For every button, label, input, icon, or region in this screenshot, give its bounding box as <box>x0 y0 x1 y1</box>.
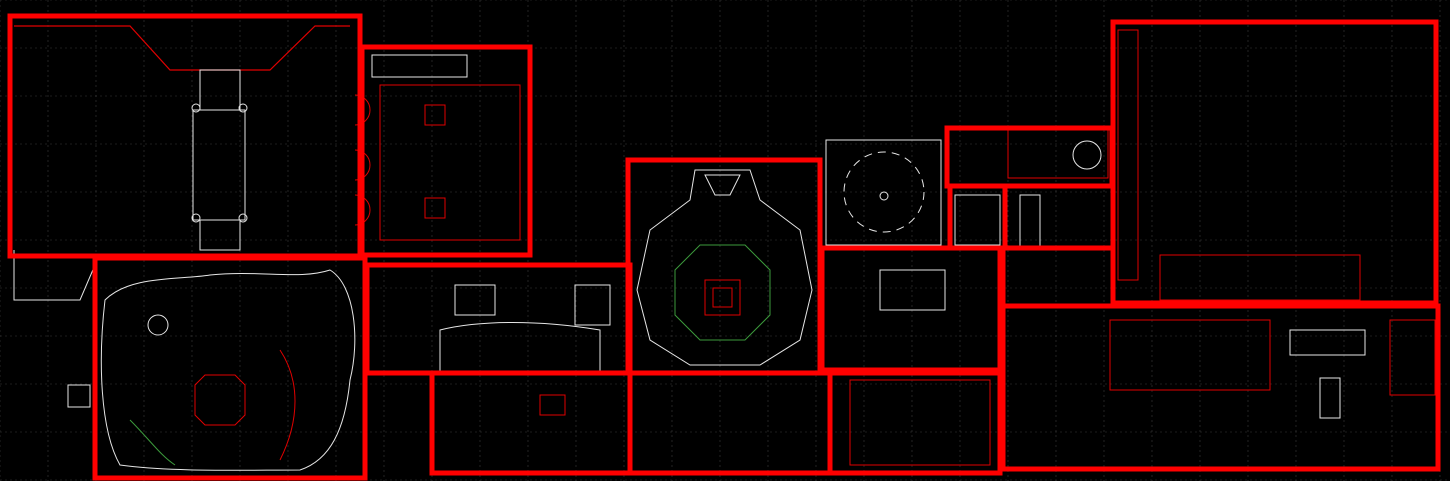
highlight-region[interactable] <box>1000 303 1441 472</box>
highlight-region[interactable] <box>359 44 533 258</box>
highlight-region[interactable] <box>1110 19 1439 306</box>
room-round-table <box>825 139 942 246</box>
highlight-region[interactable] <box>364 262 633 376</box>
highlight-region[interactable] <box>429 370 1003 476</box>
highlight-region[interactable] <box>1000 245 1116 309</box>
room-south-cave <box>67 269 356 471</box>
highlight-region[interactable] <box>92 255 368 481</box>
room-red-columns <box>354 54 521 241</box>
highlight-region[interactable] <box>7 13 363 259</box>
room-east-wing <box>1019 29 1436 419</box>
highlight-region[interactable] <box>627 370 833 476</box>
room-octagon-chamber <box>636 169 813 366</box>
room-central-corridors <box>439 129 1109 466</box>
highlighted-regions <box>7 13 1441 481</box>
highlight-region[interactable] <box>819 245 1003 373</box>
level-walls <box>13 25 1436 471</box>
highlight-region[interactable] <box>944 125 1115 189</box>
room-northwest-hall <box>13 25 350 301</box>
